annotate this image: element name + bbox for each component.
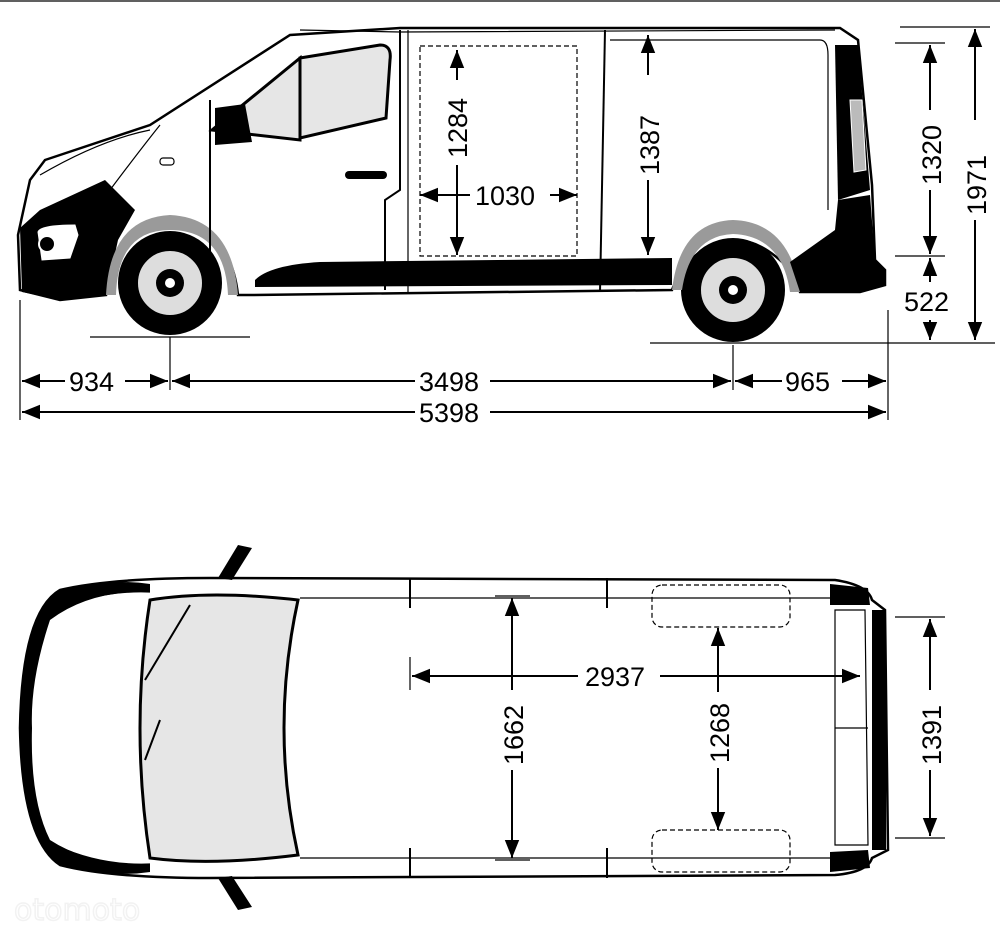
dim-overall-length: 5398 [419, 398, 479, 428]
dim-overall-height: 1971 [962, 155, 992, 215]
top-view-dimensions: 2937 1662 1268 1391 [409, 595, 947, 861]
dim-cargo-height-inner: 1284 [443, 98, 473, 158]
dim-cargo-width-door: 1030 [475, 181, 535, 211]
dim-rear-overhang: 965 [785, 367, 830, 397]
dim-wheelbase: 3498 [419, 367, 479, 397]
dim-rear-opening-height: 1320 [917, 125, 947, 185]
dim-cargo-height-total: 1387 [635, 115, 665, 175]
side-view-van [0, 0, 1000, 342]
dim-cargo-length: 2937 [585, 662, 645, 692]
front-wheel [118, 231, 222, 335]
dim-loading-sill-height: 522 [904, 287, 949, 317]
side-view-dimensions: 1284 1030 1387 1320 522 1971 934 3498 [19, 26, 995, 428]
top-view-van [18, 545, 890, 910]
rear-wheel [681, 238, 785, 342]
dim-rear-door-width: 1391 [917, 705, 947, 765]
dim-wheel-arch-width: 1268 [705, 703, 735, 763]
dim-cargo-width: 1662 [499, 705, 529, 765]
watermark: otomoto [14, 893, 140, 928]
dim-front-overhang: 934 [69, 367, 114, 397]
